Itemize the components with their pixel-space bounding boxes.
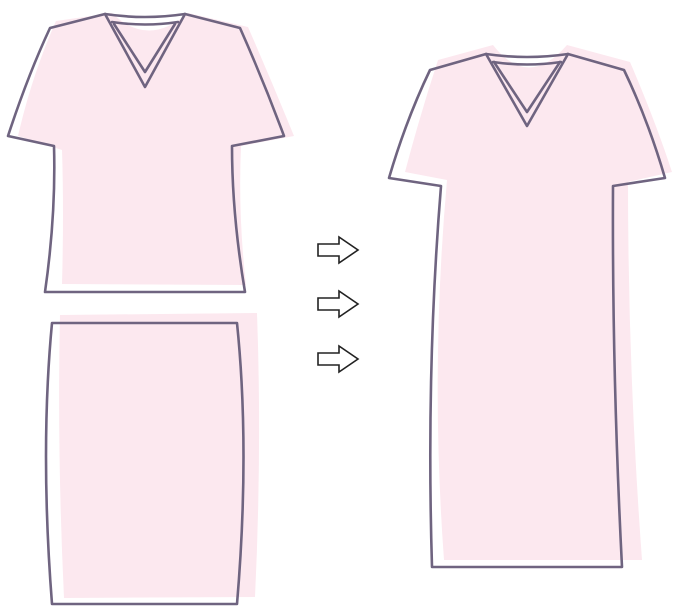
v-neck-tshirt-icon <box>8 13 294 292</box>
pencil-skirt-icon <box>46 313 259 604</box>
tshirt-collar-back-line <box>112 22 178 25</box>
v-neck-dress-icon <box>389 45 672 567</box>
right-arrow-icon <box>318 237 358 263</box>
dress-collar-back-line <box>493 62 561 65</box>
skirt-fabric-fill <box>59 313 259 598</box>
dress-fabric-fill <box>405 45 672 560</box>
arrows-group <box>318 237 358 372</box>
tshirt-neckband-back <box>105 14 185 17</box>
right-arrow-icon <box>318 291 358 317</box>
right-arrow-icon <box>318 346 358 372</box>
dress-neckband-back <box>486 54 568 57</box>
